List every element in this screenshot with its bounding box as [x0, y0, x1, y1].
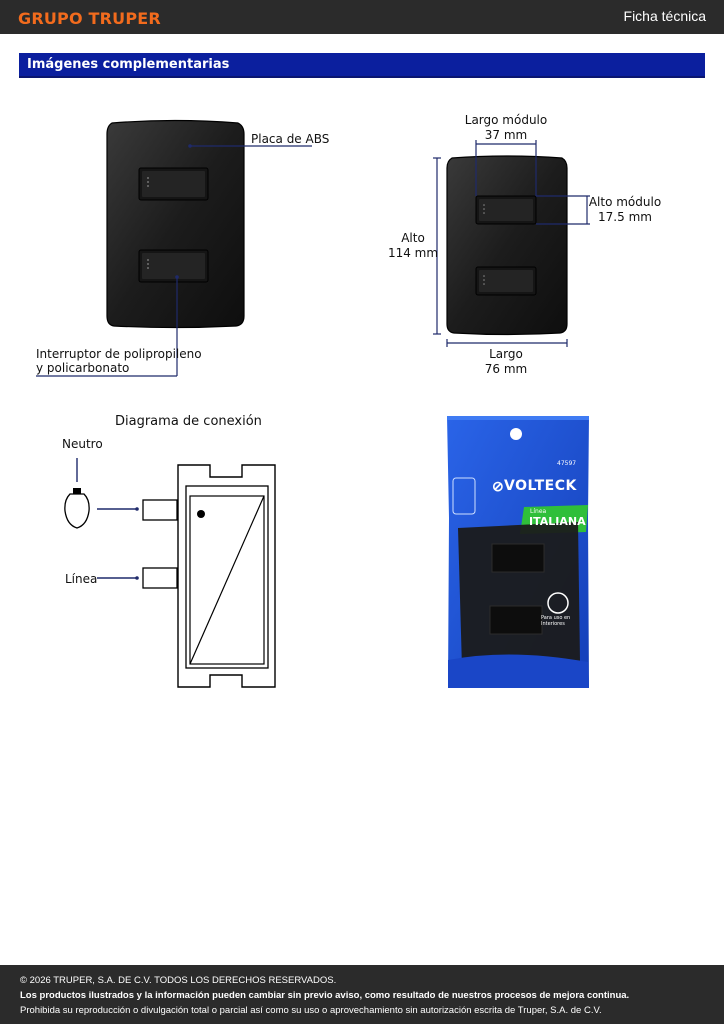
package-code: 47597: [557, 460, 577, 467]
connection-diagram: [64, 458, 276, 688]
document-type: Ficha técnica: [623, 8, 706, 24]
module-height-value: 17.5 mm: [598, 210, 652, 224]
module-width-value: 37 mm: [484, 128, 528, 142]
module-height-label: Alto módulo: [588, 195, 662, 209]
footer-notice: Los productos ilustrados y la informació…: [20, 990, 630, 1001]
width-label: Largo: [489, 347, 523, 361]
switch-material-label-line1: Interruptor de polipropileno: [36, 347, 202, 361]
plate-material-label: Placa de ABS: [251, 132, 330, 146]
height-label: Alto: [401, 231, 425, 245]
height-value: 114 mm: [387, 246, 439, 260]
switch-material-label-line2: y policarbonato: [36, 361, 130, 375]
dimension-plate-image: [446, 155, 568, 336]
footer: © 2026 TRUPER, S.A. DE C.V. TODOS LOS DE…: [0, 965, 724, 1024]
width-value: 76 mm: [484, 362, 528, 376]
connection-diagram-title: Diagrama de conexión: [115, 414, 262, 429]
product-parts-figure: [36, 119, 590, 377]
package-usage: Para uso en Interiores: [541, 615, 571, 627]
line-label: Línea: [65, 572, 98, 586]
package-image: [447, 416, 589, 688]
package-line-small: Línea: [530, 508, 547, 515]
header-bar: GRUPO TRUPER Ficha técnica: [0, 0, 724, 34]
switch-plate-image: [106, 119, 245, 329]
brand-mark-icon: ⊘: [492, 478, 504, 494]
section-header: Imágenes complementarias: [19, 53, 705, 78]
neutral-label: Neutro: [62, 437, 103, 451]
package-line-name: ITALIANA: [529, 515, 586, 528]
brand-logo: GRUPO TRUPER: [18, 9, 161, 28]
module-width-label: Largo módulo: [464, 113, 548, 127]
footer-prohibition: Prohibida su reproducción o divulgación …: [20, 1005, 602, 1016]
footer-copyright: © 2026 TRUPER, S.A. DE C.V. TODOS LOS DE…: [20, 975, 337, 986]
package-brand: VOLTECK: [504, 478, 577, 494]
section-title: Imágenes complementarias: [27, 57, 230, 72]
bulb-icon: [64, 488, 90, 529]
